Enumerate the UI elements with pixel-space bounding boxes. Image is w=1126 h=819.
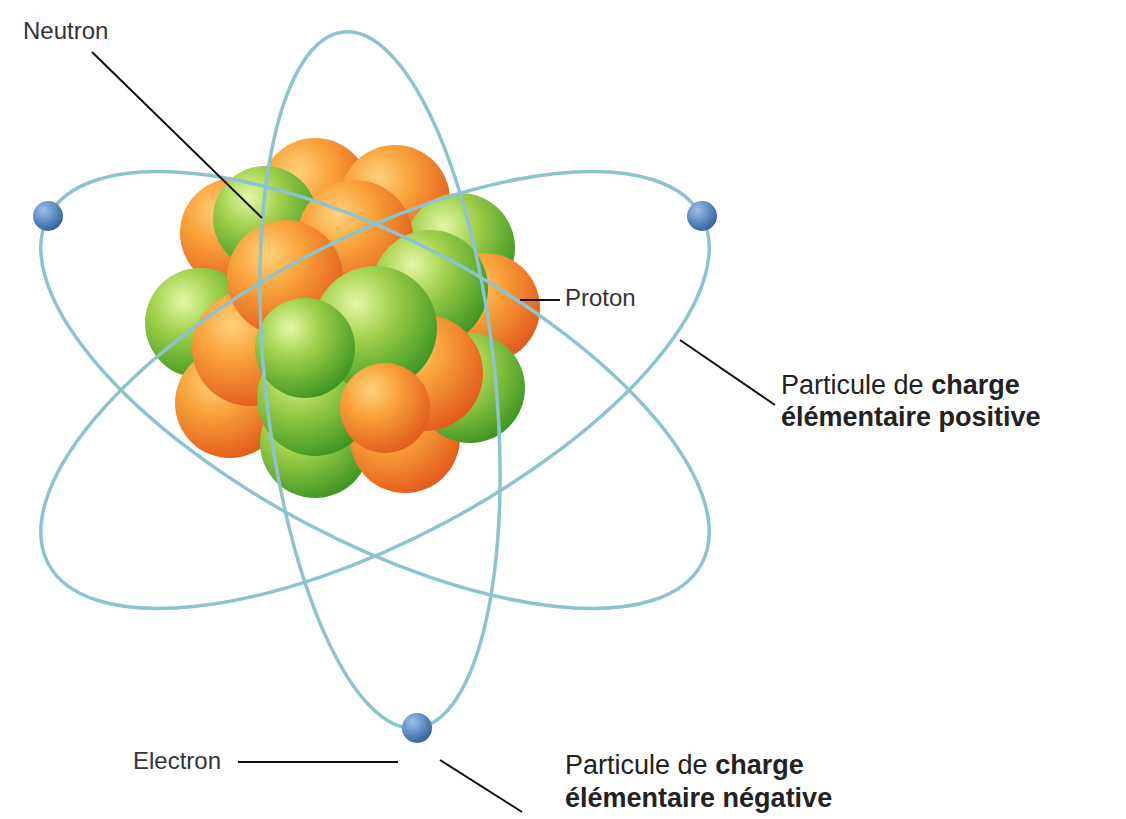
word: Particule: [565, 750, 670, 780]
orbit: [0, 84, 772, 696]
orbit: [229, 20, 531, 740]
part-name: Neutron: [20, 16, 111, 47]
bold-word: positive: [939, 402, 1041, 432]
space: [708, 750, 716, 780]
leader-lines: [92, 52, 775, 812]
orbits: [0, 20, 772, 740]
bold-word: charge: [931, 370, 1020, 400]
electrons: [33, 201, 717, 743]
word: Particule: [781, 370, 886, 400]
space: [670, 750, 678, 780]
leader-line: [92, 52, 262, 218]
bold-word: charge: [715, 750, 804, 780]
callout-note: Particule de charge élémentaire positive: [778, 368, 1084, 435]
space: [886, 370, 894, 400]
leader-line: [440, 760, 522, 812]
callout-note: Particule de charge élémentaire négative: [562, 748, 868, 815]
space: [931, 402, 939, 432]
electron-sphere: [33, 201, 63, 231]
bold-word: élémentaire: [781, 402, 931, 432]
part-name: Proton: [562, 283, 639, 314]
electron-sphere: [402, 713, 432, 743]
neutron-sphere: [255, 298, 355, 398]
electron-sphere: [687, 201, 717, 231]
leader-line: [520, 299, 560, 301]
space: [715, 783, 723, 813]
proton-sphere: [340, 363, 430, 453]
leader-line: [238, 761, 398, 763]
word: de: [678, 750, 708, 780]
leader-line: [680, 340, 775, 405]
part-name: Electron: [130, 746, 224, 777]
space: [924, 370, 932, 400]
orbit: [0, 84, 772, 696]
bold-word: négative: [723, 783, 833, 813]
word: de: [894, 370, 924, 400]
bold-word: élémentaire: [565, 783, 715, 813]
